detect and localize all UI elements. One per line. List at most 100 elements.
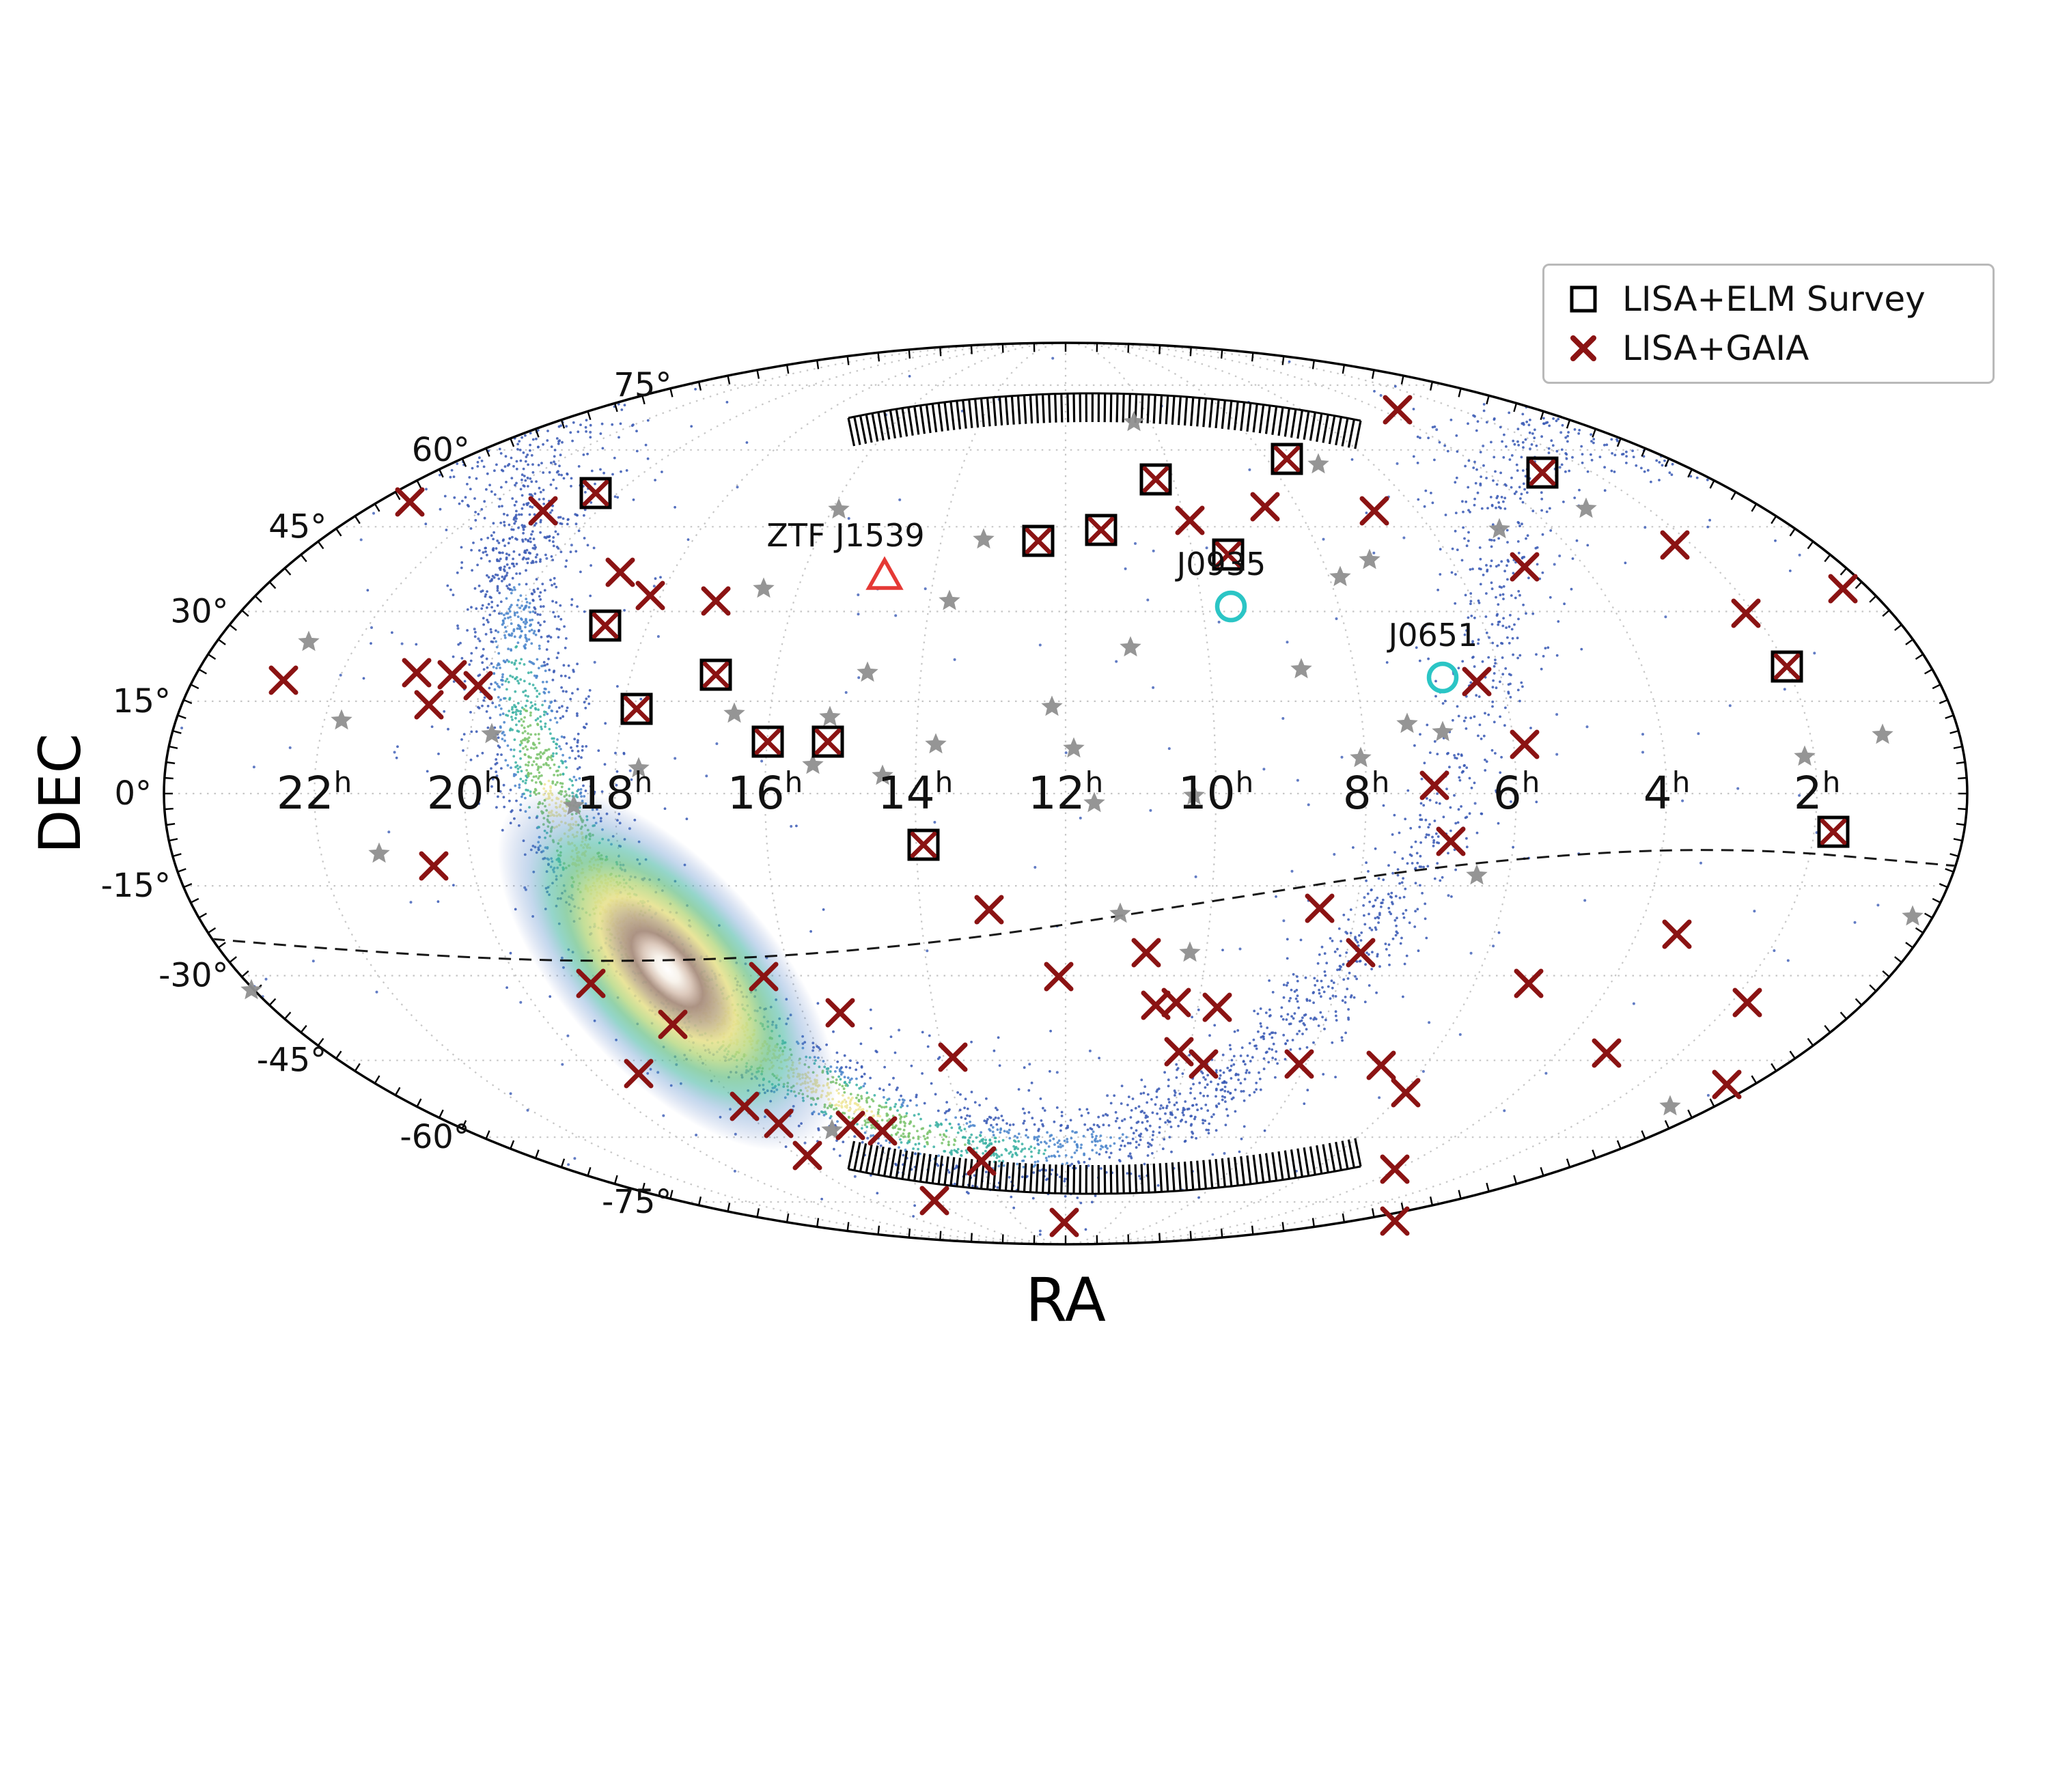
map-boundary — [163, 341, 1969, 1246]
star-marker — [331, 709, 352, 730]
elm-square-marker — [1022, 524, 1055, 557]
x-marker — [1383, 395, 1413, 425]
dec-tick-label: 15° — [113, 682, 171, 720]
elm-square-marker — [811, 725, 844, 758]
star-marker — [828, 498, 850, 519]
legend-box: LISA+ELM Survey LISA+GAIA — [1542, 264, 1995, 384]
star-marker — [753, 577, 775, 598]
elm-square-marker — [751, 725, 784, 758]
x-marker — [592, 612, 619, 639]
x-marker — [938, 1042, 968, 1072]
ra-tick-label: 16h — [727, 766, 803, 820]
x-marker — [749, 962, 779, 992]
star-marker — [1123, 410, 1145, 432]
x-marker — [1142, 466, 1169, 493]
x-marker — [1131, 938, 1161, 968]
lisa-elm-markers — [579, 443, 1850, 861]
dec-tick-label: -15° — [101, 867, 171, 905]
x-marker — [1044, 962, 1074, 992]
star-marker — [1488, 518, 1510, 539]
star-marker — [1063, 737, 1085, 758]
x-marker — [1250, 492, 1280, 522]
dec-tick-label: -45° — [257, 1041, 327, 1080]
ra-tick-label: 18h — [577, 766, 653, 820]
x-marker — [1087, 516, 1115, 544]
lisa-gaia-markers — [268, 395, 1858, 1237]
elm-square-marker — [1526, 456, 1559, 489]
star-marker — [1041, 695, 1063, 716]
dec-tick-label: 45° — [268, 507, 327, 546]
star-marker — [1083, 792, 1105, 813]
ra-tick-label: 22h — [277, 766, 352, 820]
graticule — [164, 341, 1967, 1246]
x-marker — [835, 1110, 865, 1140]
elm-square-marker — [1212, 538, 1245, 571]
star-marker — [802, 753, 824, 774]
x-marker — [1175, 505, 1205, 535]
annotation-circle-marker — [1426, 661, 1459, 694]
star-marker — [1794, 745, 1816, 766]
x-marker — [1391, 1078, 1421, 1108]
x-marker — [1529, 459, 1556, 486]
x-marker — [730, 1091, 760, 1121]
x-marker — [658, 1009, 688, 1039]
elm-square-marker — [1271, 443, 1303, 475]
elm-square-marker — [699, 658, 732, 691]
dec-tick-label: 0° — [114, 774, 152, 813]
star-marker — [939, 589, 960, 611]
star-marker — [368, 842, 390, 863]
x-marker — [1510, 552, 1540, 582]
star-marker — [973, 528, 995, 549]
x-marker — [1366, 1050, 1396, 1080]
x-marker — [1380, 1206, 1410, 1236]
x-marker — [1141, 990, 1171, 1020]
x-marker — [623, 695, 650, 723]
legend-label-lisa-gaia: LISA+GAIA — [1622, 328, 1809, 368]
legend-item-lisa-gaia: LISA+GAIA — [1565, 328, 1972, 368]
pole-hatch-band — [847, 392, 1362, 449]
star-marker — [1466, 864, 1488, 885]
x-marker — [1828, 574, 1858, 604]
x-marker — [1380, 1154, 1410, 1184]
x-marker — [528, 496, 558, 526]
star-marker — [1359, 548, 1380, 570]
x-marker — [1273, 445, 1301, 473]
ecliptic-line — [212, 849, 1958, 962]
x-marker — [1592, 1038, 1622, 1068]
elm-square-marker — [1771, 650, 1803, 683]
annotation-triangle-marker — [865, 556, 904, 590]
annotation-label: ZTF J1539 — [766, 517, 924, 554]
star-marker — [1432, 720, 1454, 742]
star-marker — [872, 764, 893, 785]
x-marker — [868, 1116, 898, 1146]
legend-square-glyph — [1570, 285, 1597, 313]
x-marker — [1025, 527, 1052, 555]
star-marker — [1902, 905, 1924, 926]
legend-item-lisa-elm: LISA+ELM Survey — [1565, 279, 1972, 319]
x-axis-label: RA — [1025, 1265, 1106, 1335]
star-marker — [298, 630, 320, 652]
ra-tick-label: 4h — [1643, 766, 1691, 820]
star-marker — [1350, 746, 1372, 768]
x-marker — [814, 728, 842, 755]
x-marker — [463, 671, 493, 701]
annotation-circle-marker — [1215, 590, 1247, 623]
star-marker — [240, 979, 262, 1000]
x-marker — [437, 660, 467, 690]
x-marker — [825, 998, 855, 1028]
x-marker — [910, 831, 937, 858]
dec-tick-label: -60° — [400, 1118, 469, 1156]
x-marker — [1049, 1207, 1079, 1237]
elm-square-marker — [579, 477, 612, 509]
star-marker — [1872, 723, 1893, 744]
star-marker — [1575, 497, 1597, 518]
star-marker — [1109, 902, 1131, 923]
y-axis-label: DEC — [27, 733, 94, 854]
x-marker — [1462, 667, 1492, 697]
elm-square-marker — [589, 609, 622, 642]
x-marker — [414, 690, 444, 720]
star-marker — [481, 723, 503, 744]
ra-tick-label: 8h — [1343, 766, 1390, 820]
